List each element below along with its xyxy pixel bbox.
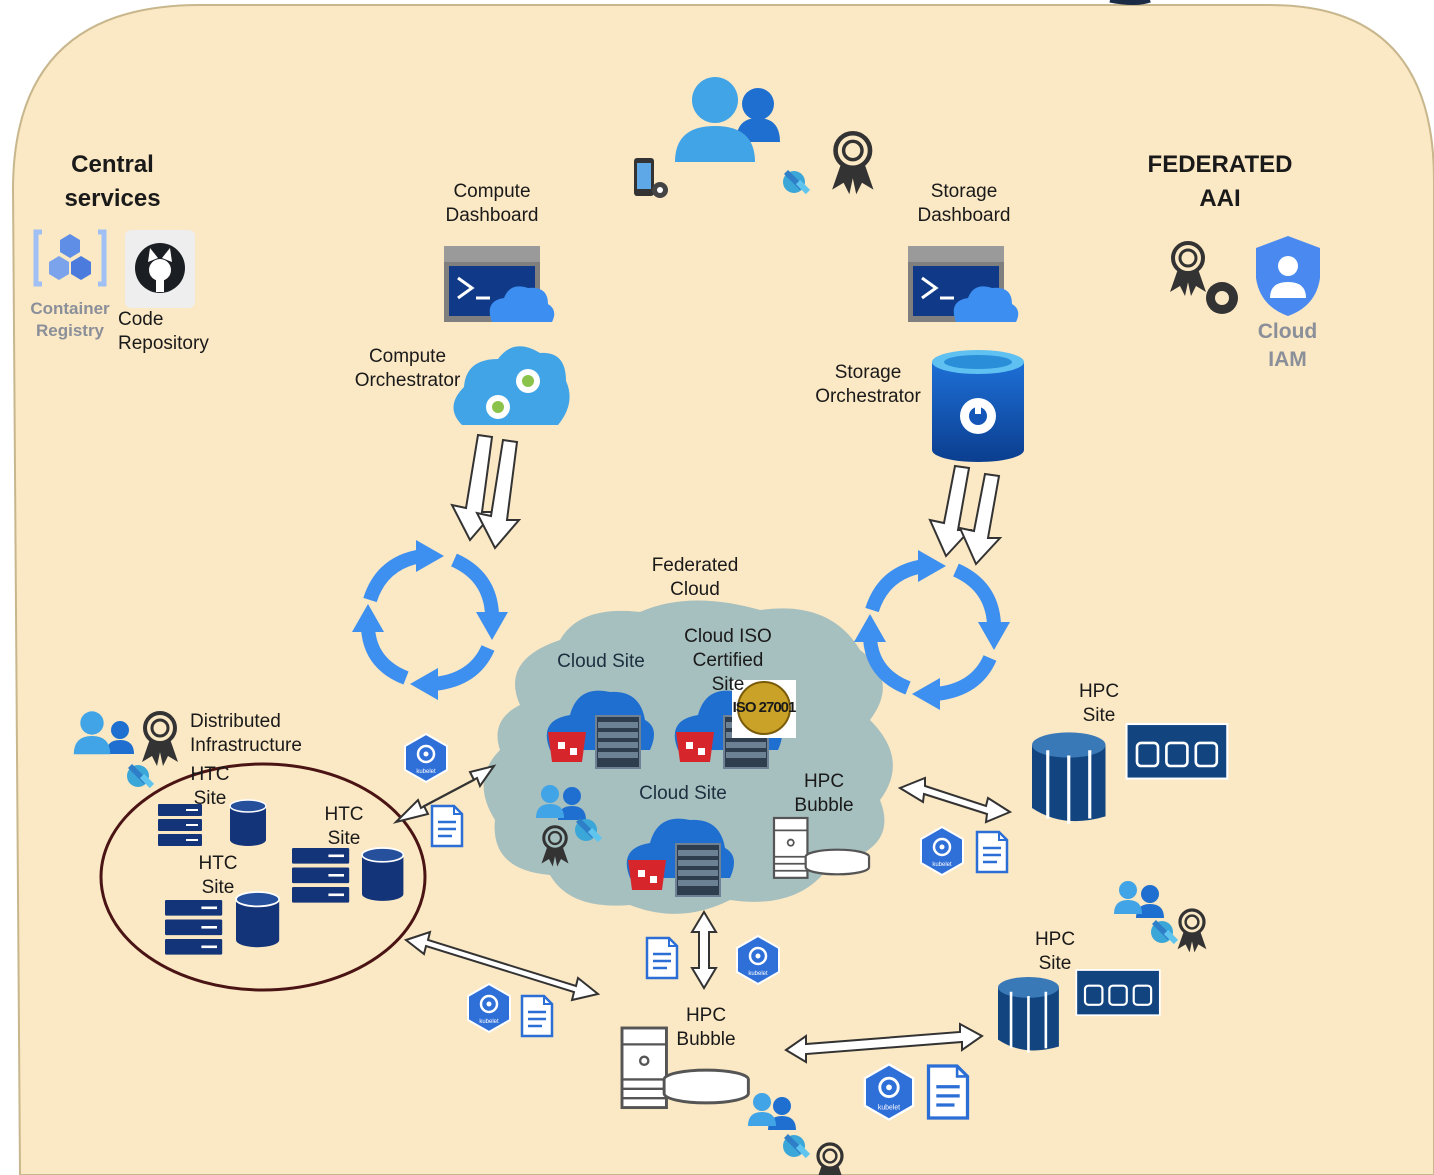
htc-site-2-label: HTC Site [324, 804, 364, 849]
cloud-site-1-label: Cloud Site [557, 651, 645, 672]
federated-aai-title: FEDERATED AAI [1147, 151, 1293, 212]
container-registry-label: Container Registry [30, 299, 110, 340]
htc-ellipse [99, 762, 427, 992]
shield-user-icon [1256, 236, 1320, 316]
hpc-site-1-label: HPC Site [1078, 681, 1120, 726]
compute-orchestrator-label: Compute Orchestrator [354, 346, 461, 391]
github-icon [125, 230, 195, 308]
bidirectional-arrows [392, 764, 1013, 1064]
cylinder-icon [235, 891, 281, 949]
storage-orchestrator-label: Storage Orchestrator [815, 362, 921, 407]
cloud-site-2-label: Cloud Site [639, 783, 727, 804]
users-icon [736, 88, 780, 142]
cylinder-icon [361, 847, 405, 902]
container-registry-icon [33, 229, 107, 287]
users-icon-front [675, 77, 755, 162]
iso-badge-text: ISO 27001 [732, 699, 797, 716]
document-icon [520, 994, 554, 1038]
htc-site-1-label: HTC Site [190, 764, 230, 809]
down-arrows-left [450, 433, 522, 550]
document-icon [975, 830, 1009, 874]
storage-dashboard-label: Storage Dashboard [917, 181, 1011, 226]
document-icon [645, 936, 679, 980]
htc-site-3-label: HTC Site [198, 853, 238, 898]
storage-orchestrator-icon [932, 350, 1024, 462]
document-icon [926, 1064, 970, 1120]
server-rack-icon [163, 898, 224, 956]
hpc-bubble-cloud-label: HPC Bubble [794, 771, 854, 816]
iso-badge-icon [732, 680, 796, 738]
document-icon [430, 804, 464, 848]
gear-icon [1206, 282, 1238, 314]
server-rack-icon [290, 846, 351, 904]
hpc-bubble-label: HPC Bubble [676, 1005, 736, 1050]
iso-site-label: Cloud ISO Certified Site [684, 626, 772, 695]
distributed-infrastructure-label: Distributed Infrastructure [190, 711, 302, 756]
central-services-title: Central services [64, 151, 161, 212]
code-repository-label: Code Repository [118, 309, 209, 354]
cloud-iam-label: Cloud IAM [1257, 320, 1318, 371]
compute-orchestrator-icon [453, 346, 570, 425]
compute-dashboard-icon [444, 246, 555, 322]
federated-cloud-title: Federated Cloud [651, 555, 739, 600]
compute-dashboard-label: Compute Dashboard [445, 181, 539, 226]
hpc-site-2-label: HPC Site [1034, 929, 1076, 974]
phone-gear-icon [634, 158, 668, 198]
storage-dashboard-icon [908, 246, 1019, 322]
down-arrows-right [928, 464, 1003, 566]
